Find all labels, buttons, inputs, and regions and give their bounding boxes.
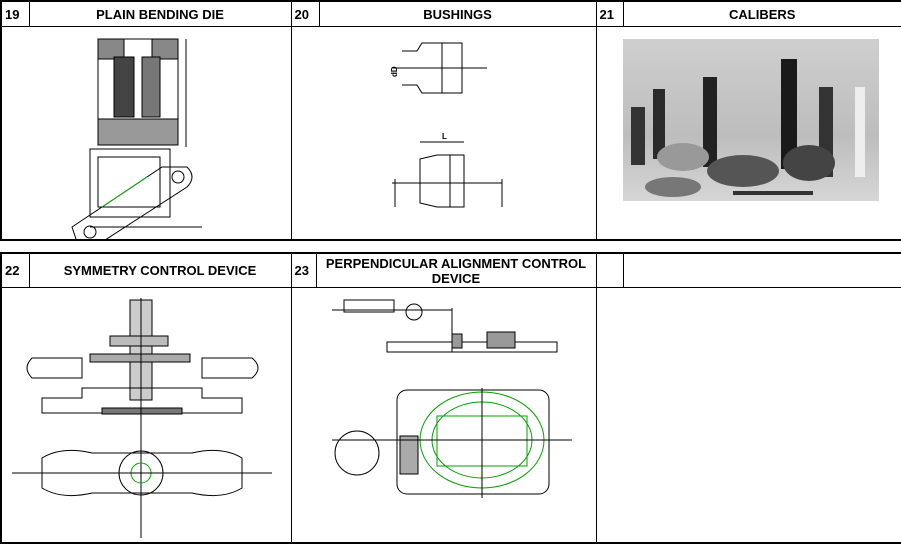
item-title: CALIBERS [622, 0, 901, 27]
calibers-photo [622, 39, 879, 201]
length-label: L [442, 132, 447, 141]
item-title: BUSHINGS [318, 0, 597, 27]
perpendicular-device-drawing [331, 299, 572, 498]
perpendicular-device-cell [290, 287, 597, 544]
catalog-table-top: 19 PLAIN BENDING DIE 20 BUSHINGS 21 CALI… [0, 0, 901, 241]
bending-die-cell [0, 26, 292, 241]
item-title [622, 252, 901, 288]
item-title: SYMMETRY CONTROL DEVICE [28, 252, 292, 288]
item-number: 19 [0, 0, 30, 27]
item-number: 23 [290, 252, 317, 288]
bushing-cell: dD L [290, 26, 597, 241]
calibers-cell [595, 26, 901, 241]
catalog-table-bottom: 22 SYMMETRY CONTROL DEVICE 23 PERPENDICU… [0, 252, 901, 544]
item-number: 21 [595, 0, 624, 27]
item-number [595, 252, 624, 288]
empty-cell [595, 287, 901, 544]
symmetry-device-cell [0, 287, 292, 544]
symmetry-device-drawing [12, 298, 272, 538]
diameter-label: dD [390, 66, 399, 77]
bending-die-drawing [71, 38, 202, 239]
item-number: 20 [290, 0, 320, 27]
item-title: PERPENDICULAR ALIGNMENT CONTROL DEVICE [315, 252, 597, 288]
item-title: PLAIN BENDING DIE [28, 0, 292, 27]
bushing-drawing: dD L [390, 42, 502, 208]
item-number: 22 [0, 252, 30, 288]
